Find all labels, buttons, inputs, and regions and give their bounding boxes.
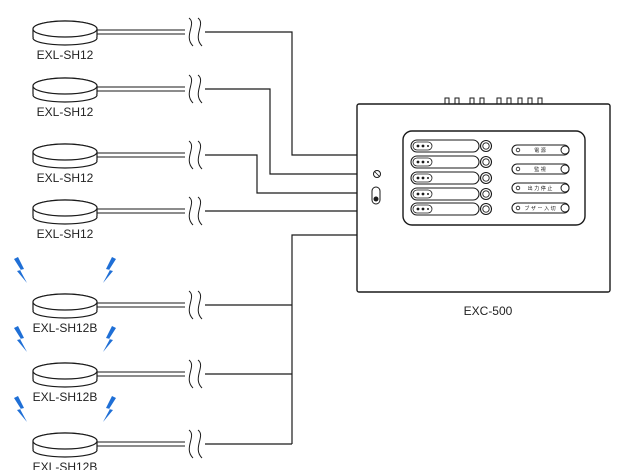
wire-bus <box>291 234 357 444</box>
wire-sensor-1 <box>205 31 357 156</box>
channel-button-inner-icon <box>482 174 490 182</box>
indicator-button[interactable] <box>560 203 570 213</box>
indicator-button[interactable] <box>560 164 570 174</box>
led-icon <box>427 145 429 147</box>
wireless-signal-icon <box>103 396 116 422</box>
cable-break-icon <box>188 140 194 170</box>
sensor-group: EXL-SH12EXL-SH12EXL-SH12EXL-SH12EXL-SH12… <box>14 17 203 470</box>
wireless-sensor: EXL-SH12B <box>14 257 203 335</box>
indicator-label: 電 源 <box>534 147 546 154</box>
channel-row <box>410 202 493 216</box>
led-icon <box>421 207 425 211</box>
led-icon <box>416 192 420 196</box>
sensor-top <box>32 199 98 217</box>
channel-button-inner-icon <box>482 205 490 213</box>
led-icon <box>416 176 420 180</box>
sensor-top <box>32 432 98 450</box>
channel-button-inner-icon <box>482 142 490 150</box>
channel-rows <box>410 139 493 216</box>
wiring <box>205 31 357 445</box>
indicator-label: 監 視 <box>534 166 546 173</box>
cable-break-icon <box>188 196 194 226</box>
sensor-top <box>32 143 98 161</box>
sensor-label: EXL-SH12B <box>33 390 98 404</box>
indicator-led-icon <box>515 185 521 191</box>
channel-row <box>410 187 493 201</box>
sensor-label: EXL-SH12 <box>37 171 94 185</box>
indicator-label: 出 力 停 止 <box>528 185 553 192</box>
cable-break-icon <box>197 140 203 170</box>
wire-sensor-2 <box>205 88 357 175</box>
channel-button-inner-icon <box>482 158 490 166</box>
controller-unit: 電 源監 視出 力 停 止ブ ザ ー 入 切 EXC-500 <box>356 97 611 318</box>
sensor-top <box>32 293 98 311</box>
controller-label: EXC-500 <box>464 304 513 318</box>
wireless-signal-icon <box>14 257 27 283</box>
wired-sensor: EXL-SH12 <box>32 17 203 62</box>
sensor-label: EXL-SH12B <box>33 460 98 470</box>
cable-break-icon <box>197 359 203 389</box>
led-icon <box>416 144 420 148</box>
wired-sensor: EXL-SH12 <box>32 196 203 241</box>
cable-break-icon <box>197 196 203 226</box>
wireless-signal-icon <box>14 326 27 352</box>
wired-sensor: EXL-SH12 <box>32 74 203 119</box>
led-icon <box>427 193 429 195</box>
sensor-label: EXL-SH12 <box>37 105 94 119</box>
indicator-row: 電 源 <box>511 144 570 156</box>
wireless-signal-icon <box>103 257 116 283</box>
led-icon <box>427 161 429 163</box>
cable-break-icon <box>197 74 203 104</box>
led-icon <box>421 160 425 164</box>
sensor-top <box>32 362 98 380</box>
wireless-sensor: EXL-SH12B <box>14 326 203 404</box>
led-icon <box>427 208 429 210</box>
channel-row <box>410 155 493 169</box>
indicator-row: 監 視 <box>511 163 570 175</box>
cable-break-icon <box>197 429 203 459</box>
led-icon <box>421 192 425 196</box>
sensor-top <box>32 77 98 95</box>
led-icon <box>416 160 420 164</box>
channel-button-inner-icon <box>482 190 490 198</box>
led-icon <box>421 176 425 180</box>
toggle-switch-knob-icon <box>373 196 379 202</box>
indicator-led-icon <box>515 147 521 153</box>
sensor-label: EXL-SH12B <box>33 321 98 335</box>
led-icon <box>421 144 425 148</box>
cable-break-icon <box>188 74 194 104</box>
led-icon <box>416 207 420 211</box>
screw-slot-icon <box>374 171 380 177</box>
indicator-label: ブ ザ ー 入 切 <box>524 205 555 212</box>
cable-break-icon <box>197 290 203 320</box>
wired-sensor: EXL-SH12 <box>32 140 203 185</box>
wireless-signal-icon <box>103 326 116 352</box>
cable-break-icon <box>188 290 194 320</box>
sensor-label: EXL-SH12 <box>37 227 94 241</box>
indicator-row: 出 力 停 止 <box>511 182 570 194</box>
indicator-button[interactable] <box>560 145 570 155</box>
led-icon <box>427 177 429 179</box>
indicator-led-icon <box>515 166 521 172</box>
cable-break-icon <box>188 359 194 389</box>
cable-break-icon <box>197 17 203 47</box>
sensor-label: EXL-SH12 <box>37 48 94 62</box>
channel-row <box>410 171 493 185</box>
indicator-led-icon <box>515 205 521 211</box>
cable-break-icon <box>188 429 194 459</box>
wireless-signal-icon <box>14 396 27 422</box>
wireless-sensor: EXL-SH12B <box>14 396 203 470</box>
channel-row <box>410 139 493 153</box>
indicator-rows: 電 源監 視出 力 停 止ブ ザ ー 入 切 <box>511 144 570 214</box>
indicator-button[interactable] <box>560 183 570 193</box>
cable-break-icon <box>188 17 194 47</box>
indicator-row: ブ ザ ー 入 切 <box>511 202 570 214</box>
wire-sensor-3 <box>205 154 357 194</box>
sensor-top <box>32 20 98 38</box>
